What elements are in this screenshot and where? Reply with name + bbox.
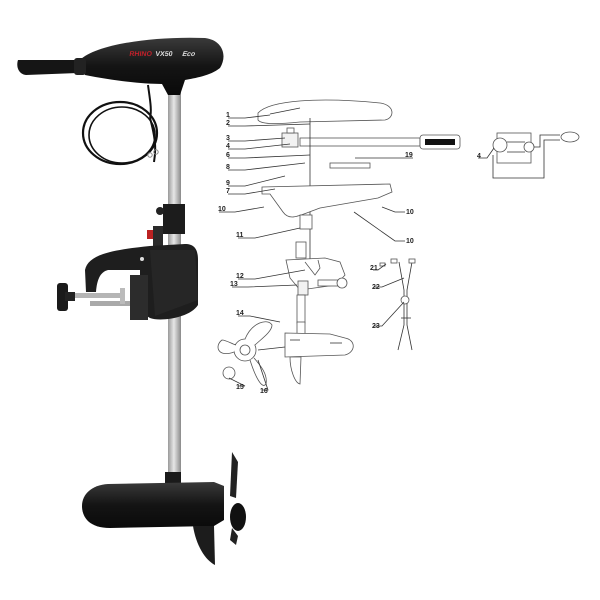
exploded-parts-diagram: 1 2 3 4 6 8 9 7 10 10 10 11 19 12 13 14 … [217, 99, 580, 395]
callout-10-right: 10 [406, 209, 414, 216]
skeg-fin [193, 526, 215, 565]
series-text: Eco [182, 51, 196, 58]
depth-collar [147, 204, 185, 248]
brand-text: RHINO [129, 51, 153, 58]
power-cable [81, 84, 159, 166]
callout-9: 9 [226, 180, 230, 187]
lower-housing [261, 183, 393, 218]
callout-10-left: 10 [218, 206, 226, 213]
top-cover [257, 99, 393, 125]
callout-6: 6 [226, 152, 230, 159]
lower-unit-drawing [217, 321, 354, 386]
cable-terminal-ring [147, 152, 153, 158]
cable-terminal-ring [153, 149, 159, 155]
motor-head: RHINO VX50 Eco [17, 37, 224, 95]
propeller [230, 452, 246, 545]
callout-2: 2 [226, 120, 230, 127]
clamp-screw [90, 301, 130, 306]
callout-12: 12 [236, 273, 244, 280]
steering-tube [299, 137, 421, 147]
callout-22: 22 [372, 284, 380, 291]
wiring-schematic [492, 131, 580, 179]
callout-11: 11 [236, 232, 244, 239]
callout-13: 13 [230, 281, 238, 288]
callout-3: 3 [226, 135, 230, 142]
cable-harness-drawing [379, 258, 416, 351]
clamp-knob [57, 283, 68, 311]
bracket-assembly-drawing [285, 241, 348, 324]
callout-19: 19 [405, 152, 413, 159]
callout-16: 16 [260, 388, 268, 395]
callout-14: 14 [236, 310, 244, 317]
callout-labels: 1 2 3 4 6 8 9 7 10 10 10 11 19 12 13 14 … [218, 112, 481, 395]
callout-21: 21 [370, 265, 378, 272]
transom-bracket [57, 244, 198, 320]
callout-10-lower: 10 [406, 238, 414, 245]
lower-unit [82, 452, 246, 565]
callout-15: 15 [236, 384, 244, 391]
prop-nut [222, 366, 236, 380]
callout-8: 8 [226, 164, 230, 171]
model-text: VX50 [155, 51, 173, 58]
callout-23: 23 [372, 323, 380, 330]
tiller-handle [17, 60, 80, 75]
callout-leaders [219, 114, 495, 391]
tilt-release-lever [147, 230, 153, 239]
clamp-screw [72, 293, 124, 298]
callout-7: 7 [226, 188, 230, 195]
trolling-motor-photo: RHINO VX50 Eco [17, 37, 246, 565]
callout-1: 1 [226, 112, 230, 119]
callout-4: 4 [226, 143, 230, 150]
callout-4-wiring: 4 [477, 153, 481, 160]
